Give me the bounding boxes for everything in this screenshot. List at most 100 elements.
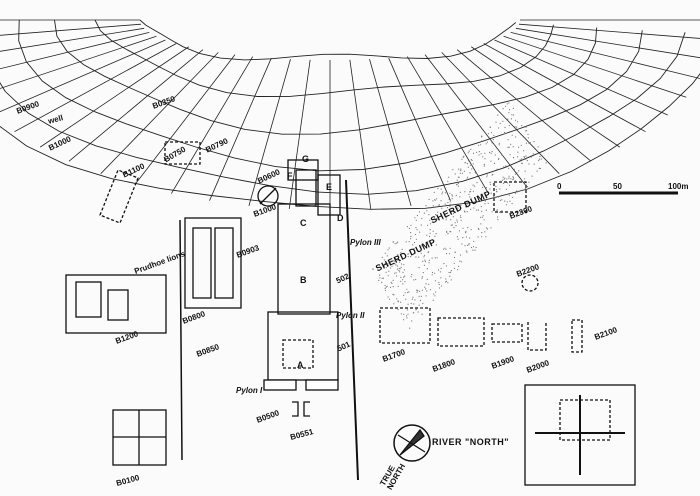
contour-line — [54, 19, 598, 135]
stipple-dot — [483, 165, 485, 167]
stipple-dot — [440, 267, 442, 270]
stipple-dot — [516, 172, 518, 174]
contour-radial — [288, 59, 311, 210]
stipple-dot — [477, 236, 479, 238]
stipple-dot — [402, 283, 404, 285]
stipple-dot — [463, 170, 465, 172]
stipple-dot — [390, 260, 392, 262]
contour-radial — [388, 57, 451, 201]
stipple-dot — [454, 251, 456, 253]
stipple-dot — [507, 118, 509, 120]
stipple-dot — [416, 214, 418, 217]
stipple-dot — [428, 198, 430, 201]
stipple-dot — [399, 259, 401, 261]
stipple-dot — [493, 197, 495, 199]
stipple-dot — [404, 275, 406, 277]
stipple-dot — [407, 313, 409, 315]
stipple-dot — [445, 281, 447, 283]
stipple-dot — [410, 235, 412, 238]
contour-radial — [0, 23, 142, 36]
stipple-dot — [426, 210, 428, 212]
contour-radial — [510, 31, 700, 79]
label-pylon-ii: Pylon II — [336, 311, 365, 320]
stipple-dot — [468, 243, 470, 245]
stipple-dot — [414, 233, 416, 236]
stipple-dot — [505, 165, 507, 167]
contour-radial — [406, 56, 489, 194]
stipple-dot — [464, 161, 466, 164]
stipple-dot — [433, 218, 435, 220]
stipple-dot — [449, 275, 451, 277]
stipple-dot — [525, 126, 527, 128]
stipple-dot — [536, 153, 538, 155]
stipple-dot — [489, 126, 491, 128]
stipple-dot — [434, 235, 436, 238]
stipple-dot — [400, 276, 402, 278]
contour-radial — [441, 52, 560, 174]
stipple-dot — [440, 188, 442, 190]
stipple-dot — [459, 196, 461, 198]
stipple-dot — [467, 227, 469, 229]
stipple-dot — [497, 114, 499, 116]
stipple-dot — [426, 278, 428, 280]
stipple-dot — [517, 151, 519, 153]
stipple-dot — [449, 231, 451, 233]
stipple-dot — [422, 272, 424, 274]
stipple-dot — [512, 146, 514, 148]
stipple-dot — [484, 231, 486, 233]
stipple-dot — [451, 224, 453, 226]
stipple-dot — [450, 270, 452, 272]
stipple-dot — [466, 244, 469, 246]
stipple-dot — [485, 143, 487, 145]
stipple-dot — [400, 266, 402, 268]
stipple-dot — [460, 215, 462, 217]
stipple-dot — [489, 181, 491, 183]
stipple-dot — [473, 240, 475, 242]
stipple-dot — [422, 260, 424, 262]
stipple-dot — [423, 212, 425, 214]
stipple-dot — [514, 119, 517, 121]
stipple-dot — [480, 144, 482, 146]
stipple-dot — [400, 280, 402, 282]
stipple-dot — [397, 308, 399, 311]
stipple-dot — [518, 146, 520, 148]
stipple-dot — [406, 226, 408, 228]
stipple-dot — [429, 232, 431, 234]
stipple-dot — [513, 114, 515, 116]
stipple-dot — [462, 227, 464, 229]
stipple-dot — [511, 134, 513, 136]
stipple-dot — [455, 194, 457, 197]
stipple-dot — [485, 209, 487, 211]
stipple-dot — [499, 199, 501, 201]
stipple-dot — [477, 209, 480, 211]
stipple-dot — [410, 302, 412, 305]
stipple-dot — [385, 267, 387, 269]
stipple-dot — [438, 281, 440, 284]
stipple-dot — [538, 159, 540, 162]
stipple-dot — [520, 144, 522, 146]
contour-radial — [0, 27, 145, 52]
stipple-dot — [444, 192, 446, 194]
stipple-dot — [428, 283, 430, 285]
stipple-dot — [458, 265, 460, 267]
stipple-dot — [531, 175, 533, 177]
contour-radial — [14, 43, 177, 133]
stipple-dot — [429, 289, 431, 291]
stipple-dot — [418, 304, 420, 306]
contour-radial — [369, 59, 412, 206]
stipple-dot — [471, 168, 473, 170]
stipple-dot — [407, 303, 409, 305]
stipple-dot — [456, 236, 458, 238]
stipple-dot — [430, 207, 432, 209]
stipple-dot — [444, 205, 446, 207]
stipple-dot — [460, 216, 462, 219]
stipple-dot — [410, 256, 412, 258]
stipple-dot — [508, 109, 511, 111]
stipple-dot — [460, 168, 462, 170]
stipple-dot — [391, 265, 393, 267]
stipple-dot — [418, 211, 421, 213]
stipple-dot — [457, 210, 459, 212]
stipple-dot — [504, 177, 506, 179]
stipple-dot — [447, 282, 449, 284]
